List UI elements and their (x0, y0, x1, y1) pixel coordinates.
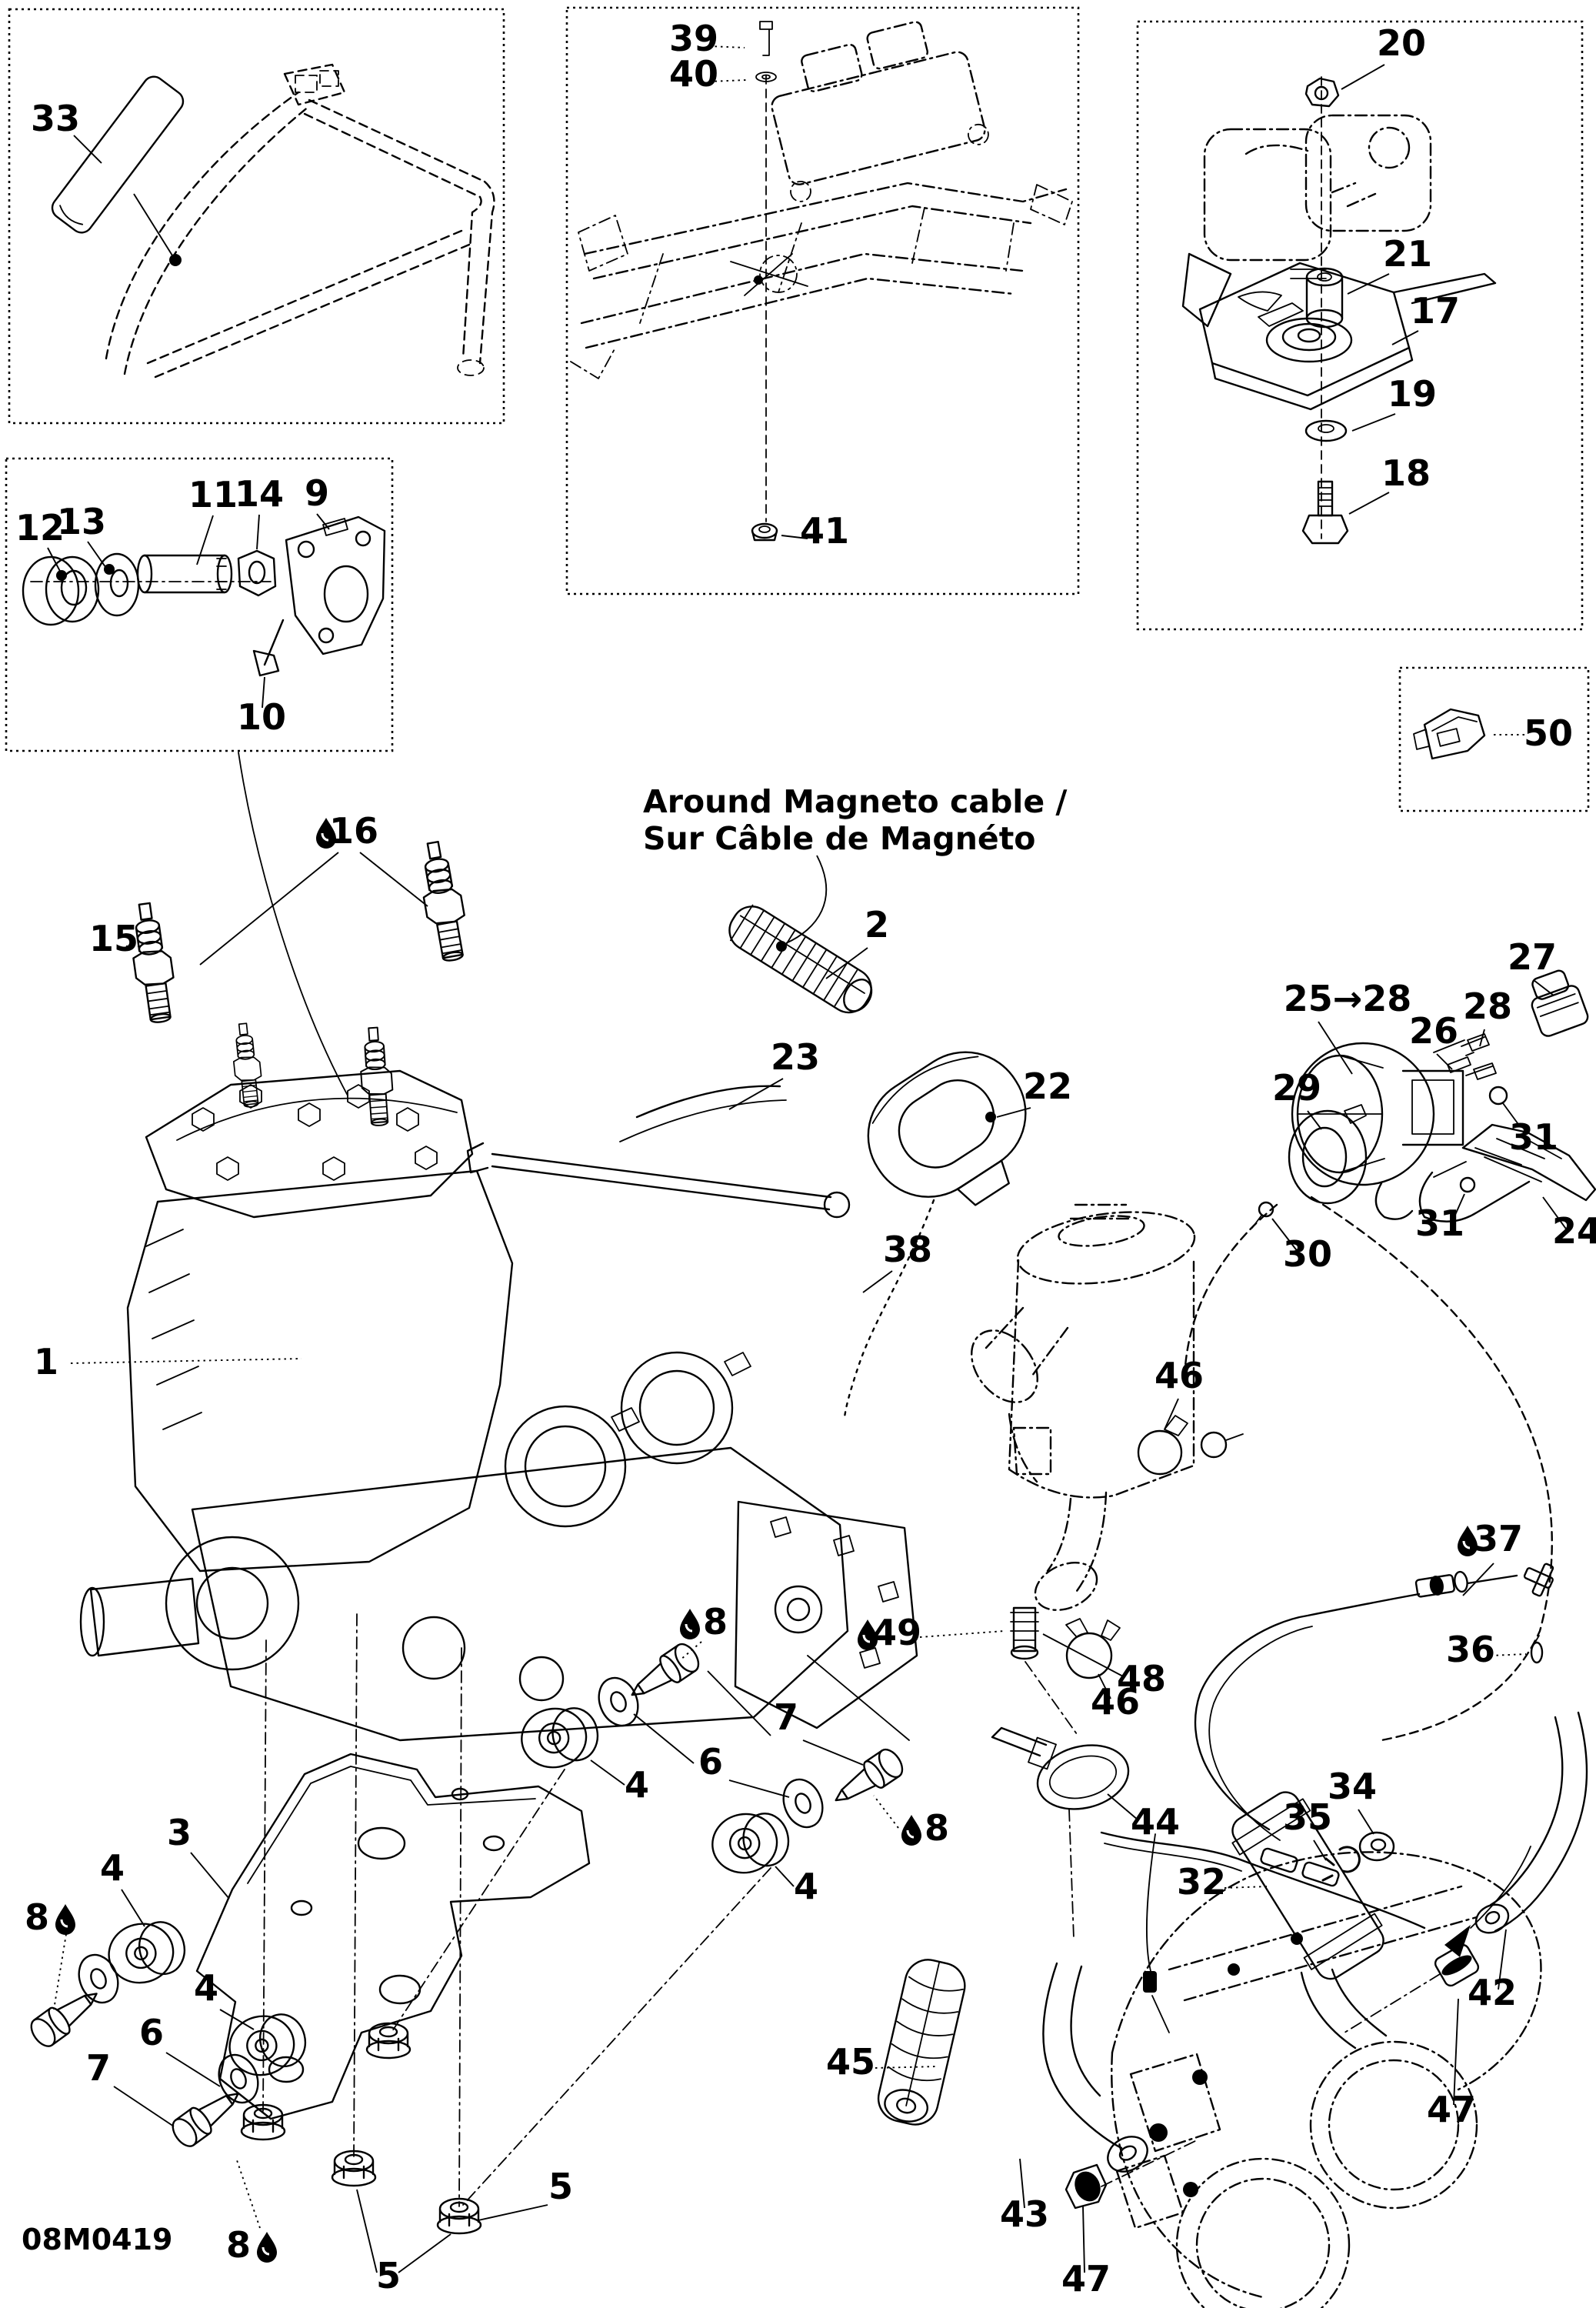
callout-14: 14 (235, 473, 284, 515)
oil-tank-support-inset-art (1181, 64, 1497, 545)
callout-6: 6 (698, 1741, 723, 1783)
callout-4: 4 (100, 1847, 125, 1889)
callout-4: 4 (625, 1764, 649, 1806)
callout-8: 8 (226, 2224, 251, 2266)
callout-9: 9 (305, 472, 329, 514)
callout-47: 47 (1427, 2089, 1476, 2130)
callout-26: 26 (1409, 1010, 1458, 1052)
callout-5: 5 (548, 2166, 573, 2207)
inset-boxes (5, 6, 1590, 812)
callout-41: 41 (800, 510, 849, 552)
callout-21: 21 (1383, 233, 1432, 275)
callout-40: 40 (669, 53, 718, 95)
callout-3: 3 (167, 1812, 192, 1853)
oil-droplet-icon (55, 1904, 75, 1935)
oil-droplet-icon (680, 1609, 700, 1639)
callout-36: 36 (1446, 1629, 1495, 1670)
callout-6: 6 (139, 2012, 164, 2053)
callout-48: 48 (1117, 1658, 1166, 1699)
engine-art (70, 1022, 918, 1742)
callout-28: 28 (1463, 986, 1512, 1027)
callout-23: 23 (771, 1036, 820, 1078)
clip-inset-art (1413, 708, 1528, 760)
oil-droplet-icon (316, 818, 336, 849)
muffler-art (971, 1203, 1244, 1611)
callout-49: 49 (872, 1612, 921, 1653)
callout-31: 31 (1415, 1202, 1464, 1244)
callout-38: 38 (883, 1229, 932, 1270)
callout-20: 20 (1377, 22, 1426, 64)
callout-1: 1 (34, 1341, 58, 1382)
callout-8: 8 (25, 1896, 49, 1938)
callout-29: 29 (1272, 1067, 1321, 1109)
spark-plugs-art (125, 838, 473, 1026)
callout-44: 44 (1131, 1801, 1180, 1843)
callout-15: 15 (89, 918, 138, 959)
note-line1: Around Magneto cable / (643, 783, 1067, 820)
callout-30: 30 (1283, 1233, 1332, 1275)
note-line2: Sur Câble de Magnéto (643, 820, 1035, 857)
magneto-cable-art (619, 855, 873, 1142)
carburetor-art (875, 1606, 1588, 2308)
callout-4: 4 (794, 1866, 818, 1907)
callout-5: 5 (376, 2255, 401, 2296)
callout-8: 8 (703, 1601, 728, 1643)
oil-droplet-icon (858, 1619, 878, 1650)
callout-47: 47 (1061, 2258, 1111, 2300)
callout-8: 8 (925, 1807, 949, 1849)
callout-37: 37 (1474, 1518, 1523, 1559)
ecm-inset-art (570, 21, 1073, 542)
callout-10: 10 (237, 696, 286, 738)
callout-35: 35 (1283, 1796, 1332, 1838)
callout-34: 34 (1328, 1766, 1377, 1807)
engine-support-inset-art (22, 513, 386, 1096)
callout-43: 43 (1000, 2193, 1049, 2235)
callout-4: 4 (194, 1967, 218, 2009)
callout-31: 31 (1509, 1116, 1558, 1158)
callout-39: 39 (669, 18, 718, 59)
callout-27: 27 (1508, 936, 1557, 978)
adhesive-pad (51, 75, 185, 234)
callout-16: 16 (329, 810, 378, 852)
callout-13: 13 (57, 501, 106, 542)
callout-17: 17 (1411, 290, 1460, 332)
callout-46: 46 (1091, 1681, 1140, 1723)
callout-45: 45 (826, 2041, 875, 2083)
callout-2: 2 (865, 904, 889, 946)
callout-19: 19 (1388, 373, 1437, 415)
figure-code: 08M0419 (22, 2223, 172, 2256)
callout-50: 50 (1524, 712, 1573, 754)
oil-droplet-icon (257, 2232, 277, 2263)
callout-11: 11 (188, 474, 238, 515)
frame-pad-inset-art (51, 63, 495, 379)
callout-12: 12 (15, 507, 65, 549)
callout-24: 24 (1552, 1210, 1596, 1252)
callout-18: 18 (1381, 452, 1431, 494)
callout-42: 42 (1468, 1972, 1517, 2013)
engine-mount-art (25, 1613, 908, 2273)
ignition-switch-art (1183, 969, 1596, 1742)
oil-droplet-icon (901, 1815, 921, 1846)
callout-46: 46 (1155, 1355, 1204, 1396)
callout-32: 32 (1177, 1861, 1226, 1903)
callout-33: 33 (31, 98, 80, 139)
oil-droplet-icon (1458, 1526, 1478, 1556)
starter-handle-art (843, 1051, 1031, 1419)
callout-22: 22 (1023, 1066, 1072, 1107)
callout-7: 7 (774, 1696, 798, 1738)
throttle-cable-art (1194, 1563, 1554, 1841)
callout-25-28: 25→28 (1284, 978, 1412, 1019)
callout-7: 7 (86, 2047, 111, 2089)
